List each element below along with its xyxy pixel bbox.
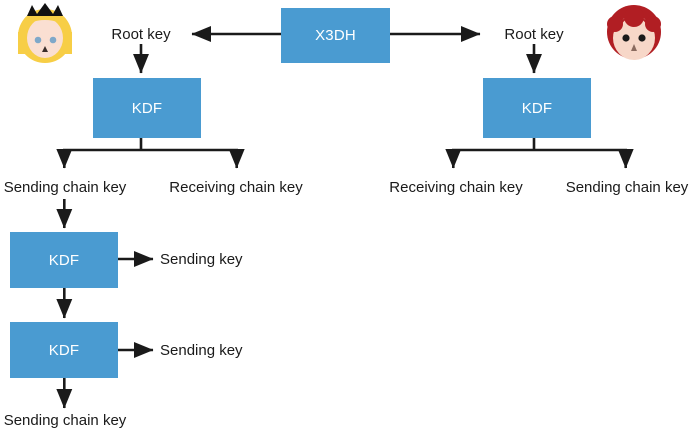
label-bob-root-key: Root key — [504, 26, 564, 43]
node-kdf-alice-chain-1-label: KDF — [48, 251, 80, 269]
node-kdf-alice-chain-1[interactable]: KDF — [10, 232, 118, 288]
label-alice-next-sending-chain-key: Sending chain key — [3, 412, 127, 429]
node-kdf-alice-root[interactable]: KDF — [93, 78, 201, 138]
alice-avatar — [18, 3, 72, 63]
edge-alice-kdf-split — [56, 138, 245, 169]
bob-avatar — [607, 5, 661, 60]
node-kdf-alice-chain-2[interactable]: KDF — [10, 322, 118, 378]
label-bob-sending-chain-key: Sending chain key — [565, 179, 689, 196]
label-alice-sending-key-2: Sending key — [160, 342, 243, 359]
node-x3dh-label: X3DH — [315, 27, 356, 44]
label-alice-root-key: Root key — [111, 26, 171, 43]
label-alice-sending-chain-key: Sending chain key — [3, 179, 127, 196]
label-alice-sending-key-1: Sending key — [160, 251, 243, 268]
label-bob-receiving-chain-key: Receiving chain key — [389, 179, 523, 196]
node-kdf-bob-root[interactable]: KDF — [483, 78, 591, 138]
edge-bob-kdf-split — [445, 138, 634, 169]
node-kdf-bob-root-label: KDF — [521, 99, 553, 117]
label-alice-receiving-chain-key: Receiving chain key — [169, 179, 303, 196]
node-kdf-alice-root-label: KDF — [131, 99, 163, 117]
node-x3dh[interactable]: X3DH — [281, 8, 390, 63]
node-kdf-alice-chain-2-label: KDF — [48, 341, 80, 359]
